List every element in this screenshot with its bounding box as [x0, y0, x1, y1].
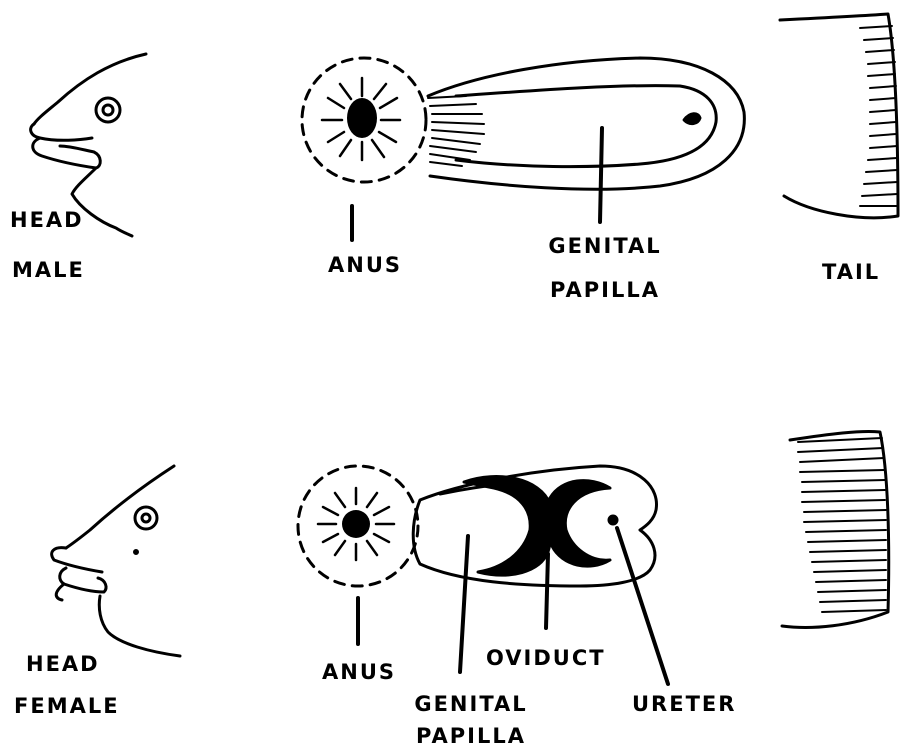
- female-head-drawing: [52, 466, 180, 656]
- male-genital-label-line1: GENITAL: [535, 236, 675, 257]
- male-genital-label-line2: PAPILLA: [535, 280, 675, 301]
- male-head-label: HEAD: [10, 210, 84, 231]
- male-tail-drawing: [780, 14, 898, 218]
- male-anus-label: ANUS: [328, 255, 402, 276]
- female-head-label: HEAD: [26, 654, 100, 675]
- male-tail-label: TAIL: [822, 262, 880, 283]
- female-anus-label: ANUS: [322, 662, 396, 683]
- female-genital-label-line1: GENITAL: [396, 694, 546, 715]
- male-genital-papilla-drawing: [428, 58, 744, 222]
- female-oviduct-label: OVIDUCT: [486, 648, 606, 669]
- female-tail-drawing: [782, 431, 889, 627]
- female-sex-label: FEMALE: [14, 696, 120, 717]
- male-sex-label: MALE: [12, 260, 85, 281]
- male-anus-drawing: [302, 58, 426, 240]
- female-anus-drawing: [298, 466, 418, 644]
- female-ureter-label: URETER: [632, 694, 736, 715]
- female-genital-label-line2: PAPILLA: [396, 726, 546, 747]
